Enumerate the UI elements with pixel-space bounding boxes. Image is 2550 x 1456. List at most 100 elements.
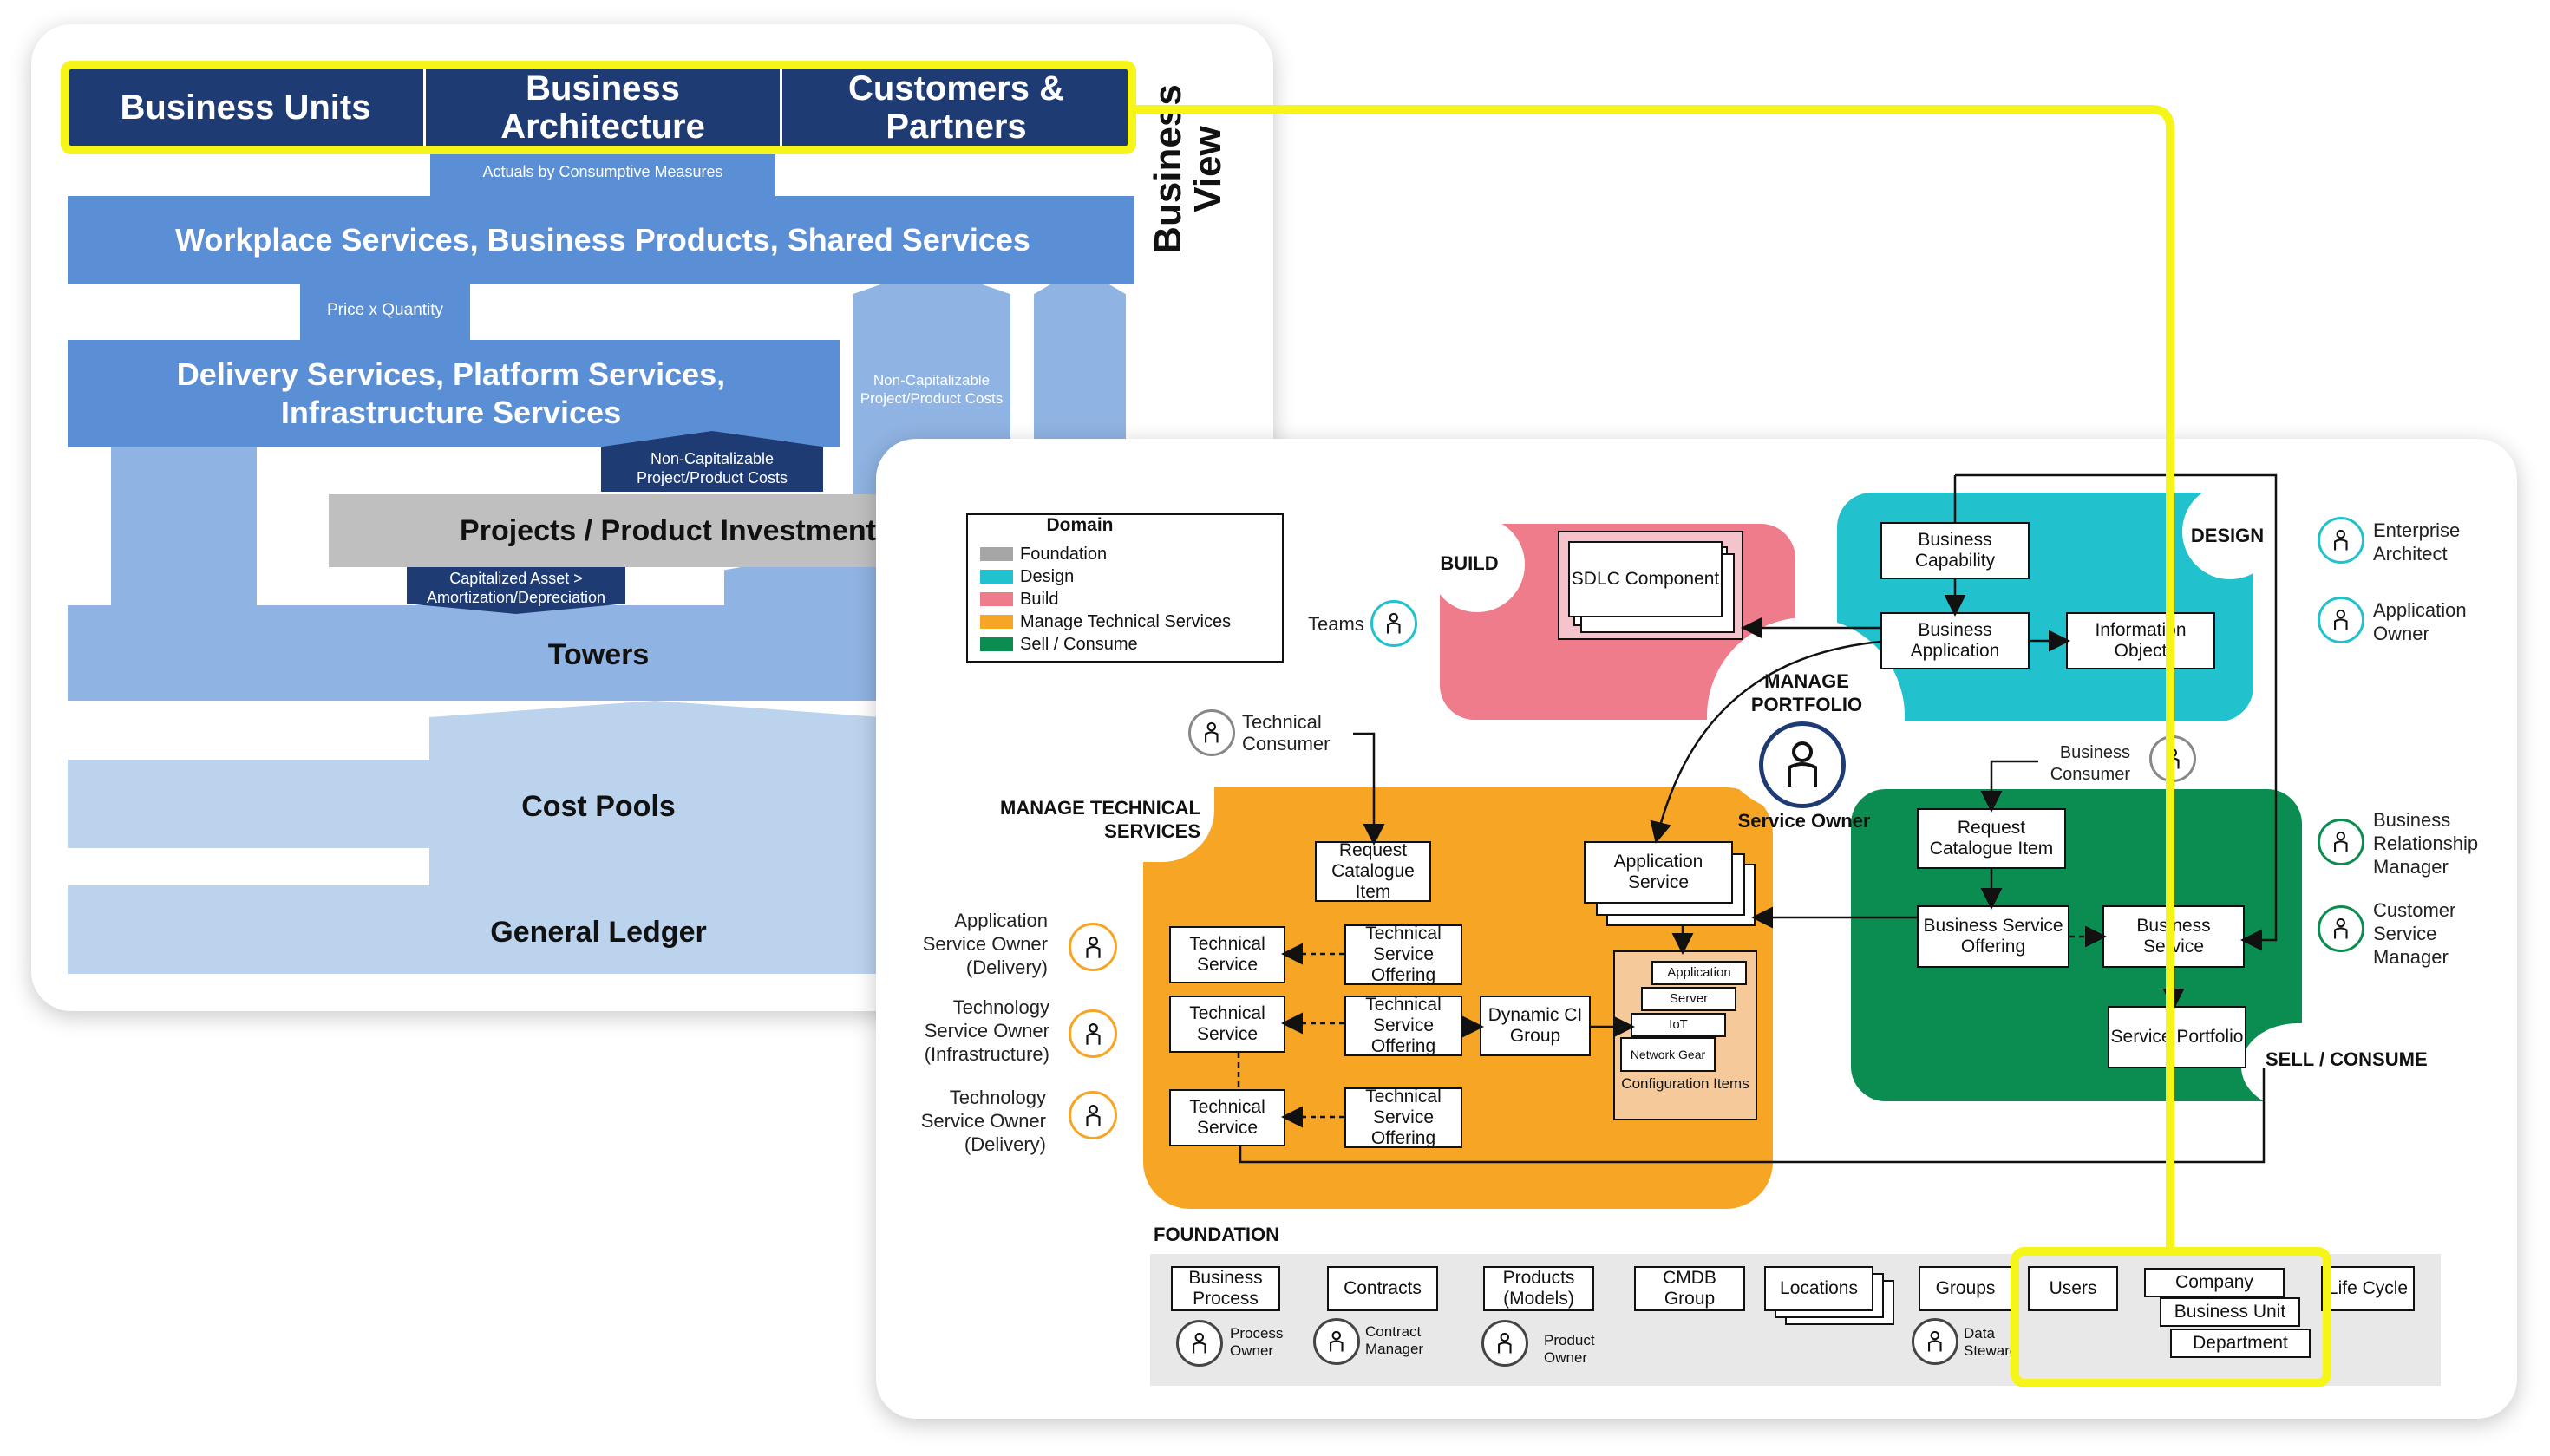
noncap-costs-tag-2: Non-Capitalizable Project/Product Costs (860, 372, 1004, 407)
foundation-company: Company (2144, 1268, 2285, 1297)
teams-label: Teams (1308, 613, 1364, 635)
brm-icon (2318, 819, 2364, 865)
foundation-department: Department (2170, 1329, 2311, 1358)
process-owner-icon (1176, 1320, 1223, 1367)
information-object: Information Object (2066, 612, 2215, 669)
projects-band (329, 494, 953, 567)
foundation-contracts: Contracts (1327, 1266, 1438, 1311)
person-icon (1498, 1333, 1512, 1354)
contract-manager-icon (1313, 1318, 1360, 1365)
header-bar (68, 68, 1130, 147)
header-divider (780, 68, 782, 147)
design-title: DESIGN (2190, 525, 2265, 546)
tech-owner-delivery-label: Technology Service Owner (Delivery) (920, 1087, 1046, 1155)
header-customers-partners: Customers & Partners (848, 69, 1064, 146)
foundation-cmdb-group: CMDB Group (1634, 1266, 1745, 1311)
manage-tech-title: MANAGE TECHNICAL SERVICES (1000, 797, 1200, 842)
person-icon (1193, 1333, 1206, 1354)
person-icon (2166, 748, 2180, 769)
header-highlight (61, 61, 1136, 154)
technical-service-2: Technical Service (1169, 996, 1285, 1053)
product-owner-icon (1481, 1320, 1528, 1367)
legend-label: Sell / Consume (1020, 634, 1138, 654)
person-icon (1205, 722, 1219, 743)
legend-swatch (980, 570, 1013, 584)
towers-band (68, 605, 961, 701)
cost-pools-arrow (429, 848, 880, 885)
ci-iot: IoT (1631, 1013, 1726, 1037)
noncap-costs-tag: Non-Capitalizable Project/Product Costs (601, 431, 823, 492)
app-owner-delivery-icon (1069, 923, 1117, 971)
legend-label: Build (1020, 589, 1059, 609)
person-icon (1330, 1331, 1344, 1352)
projects-label: Projects / Product Investment (460, 513, 876, 547)
foundation-highlight (2011, 1247, 2331, 1387)
tech-owner-infra-icon (1069, 1009, 1117, 1058)
foundation-locations: Locations (1764, 1266, 1873, 1311)
legend-swatch (980, 592, 1013, 606)
ci-server: Server (1641, 987, 1736, 1011)
business-service: Business Service (2102, 905, 2245, 968)
general-ledger-band (68, 885, 961, 974)
contract-manager-label: Contract Manager (1365, 1323, 1424, 1357)
legend-item: Sell / Consume (980, 633, 1275, 656)
csm-icon (2318, 905, 2364, 952)
foundation-title: FOUNDATION (1154, 1224, 1280, 1245)
business-consumer-icon (2149, 735, 2196, 782)
technical-service-3: Technical Service (1169, 1089, 1285, 1146)
legend-title: Domain (1046, 515, 1114, 535)
tech-owner-infra-label: Technology Service Owner (Infrastructure… (924, 996, 1049, 1065)
app-owner-delivery-label: Application Service Owner (Delivery) (922, 910, 1048, 978)
request-catalogue-tech: Request Catalogue Item (1315, 840, 1431, 902)
data-steward-label: Data Steward (1964, 1325, 2018, 1359)
foundation-users: Users (2028, 1266, 2118, 1311)
technical-offering-1: Technical Service Offering (1344, 924, 1462, 985)
general-ledger-label: General Ledger (490, 915, 707, 949)
capitalized-asset-tag: Capitalized Asset > Amortization/Depreci… (407, 567, 625, 614)
dynamic-ci-group: Dynamic CI Group (1480, 996, 1591, 1056)
technical-consumer-icon (1188, 709, 1235, 756)
person-icon (1085, 936, 1101, 958)
technical-offering-2: Technical Service Offering (1344, 995, 1462, 1056)
enterprise-architect-icon (2318, 517, 2364, 564)
application-owner-label: Application Owner (2373, 599, 2467, 644)
foundation-products: Products (Models) (1483, 1266, 1594, 1311)
service-owner-icon (1759, 721, 1846, 808)
configuration-items-caption: Configuration Items (1621, 1075, 1749, 1092)
legend-item: Manage Technical Services (980, 610, 1275, 633)
legend-item: Build (980, 588, 1275, 610)
ci-network-gear: Network Gear (1620, 1037, 1716, 1072)
person-icon (2334, 832, 2348, 852)
towers-up-arrow-left (111, 420, 257, 605)
csm-label: Customer Service Manager (2373, 899, 2456, 968)
cost-pools-band (68, 760, 961, 848)
legend-item: Foundation (980, 543, 1275, 565)
legend-label: Design (1020, 566, 1075, 586)
delivery-label: Delivery Services, Platform Services, In… (176, 356, 726, 430)
person-icon (2334, 530, 2348, 551)
foundation-groups: Groups (1919, 1266, 2012, 1311)
brm-label: Business Relationship Manager (2373, 809, 2479, 878)
sell-consume-title: SELL / CONSUME (2266, 1048, 2428, 1070)
process-owner-label: Process Owner (1230, 1325, 1284, 1359)
application-service: Application Service (1584, 841, 1733, 904)
business-view-label-text: Business View (1147, 84, 1229, 254)
cost-pools-label: Cost Pools (521, 789, 676, 823)
service-portfolio: Service Portfolio (2108, 1006, 2246, 1068)
legend-swatch (980, 547, 1013, 561)
legend-item: Design (980, 565, 1275, 588)
enterprise-architect-label: Enterprise Architect (2373, 519, 2461, 565)
product-owner-label: Product Owner (1544, 1332, 1595, 1366)
technical-service-1: Technical Service (1169, 926, 1285, 983)
actuals-tag: Actuals by Consumptive Measures (430, 147, 775, 196)
application-owner-icon (2318, 597, 2364, 643)
towers-label: Towers (547, 637, 650, 671)
workplace-label: Workplace Services, Business Products, S… (175, 222, 1030, 258)
foundation-business-process: Business Process (1171, 1266, 1280, 1311)
foundation-life-cycle: Life Cycle (2321, 1266, 2415, 1311)
business-consumer-label: Business Consumer (2050, 743, 2130, 784)
business-capability: Business Capability (1880, 522, 2030, 579)
person-icon (1387, 613, 1401, 634)
legend-swatch (980, 615, 1013, 629)
